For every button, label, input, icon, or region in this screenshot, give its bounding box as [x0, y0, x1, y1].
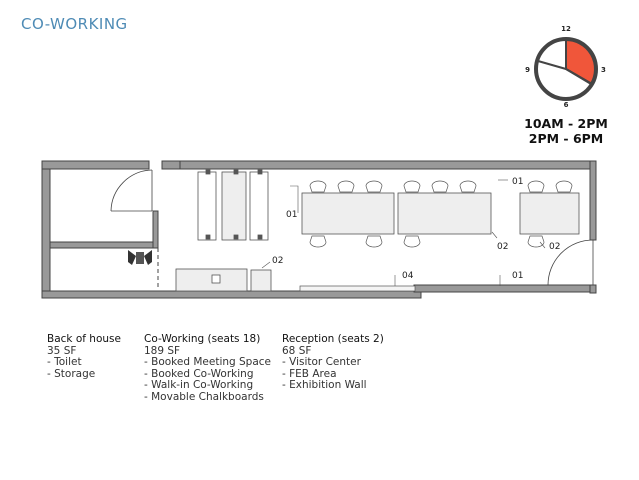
legend-reception: Reception (seats 2) 68 SF - Visitor Cent… [282, 333, 384, 392]
building-walls [41, 160, 597, 299]
legend-heading: Co-Working (seats 18) [144, 333, 261, 345]
label-02-mid: 02 [497, 242, 508, 252]
legend-item: - Booked Meeting Space [144, 356, 272, 369]
label-01-left: 01 [286, 210, 297, 220]
legend-item: - Storage [47, 367, 96, 380]
chalkboard-panels [197, 169, 269, 241]
clock-label-12: 12 [561, 25, 571, 33]
label-02-left: 02 [272, 256, 283, 266]
legend-heading: Back of house [47, 333, 121, 345]
legend-item: - FEB Area [282, 367, 337, 380]
legend-area: 68 SF [282, 344, 312, 357]
table-right [519, 192, 580, 235]
door-swing [110, 169, 153, 212]
legend-item: - Walk-in Co-Working [144, 379, 254, 392]
clock-label-3: 3 [601, 66, 606, 74]
table-left [301, 192, 395, 235]
legend-item: - Movable Chalkboards [144, 390, 264, 403]
storage-icon [128, 250, 152, 265]
legend-co-working: Co-Working (seats 18) 189 SF - Booked Me… [144, 333, 272, 404]
legend-item: - Toilet [47, 356, 82, 369]
legend-item: - Visitor Center [282, 356, 361, 369]
clock-icon: 12 3 6 9 [525, 25, 606, 109]
counter [175, 268, 248, 292]
legend-back-of-house: Back of house 35 SF - Toilet - Storage [47, 333, 121, 380]
label-01-right: 01 [512, 271, 523, 281]
label-01-mid: 01 [512, 177, 523, 187]
page-title: CO-WORKING [21, 15, 128, 33]
legend-area: 189 SF [144, 344, 181, 357]
time-slot-1: 10AM - 2PM [524, 116, 608, 131]
chairs [309, 180, 573, 248]
time-slot-2: 2PM - 6PM [528, 131, 604, 146]
legend-heading: Reception (seats 2) [282, 333, 384, 345]
label-02-right: 02 [549, 242, 560, 252]
legend-item: - Booked Co-Working [144, 367, 254, 380]
entry-door-swing [547, 239, 594, 286]
leader-lines [261, 179, 546, 286]
small-table [250, 269, 272, 292]
clock-label-6: 6 [564, 101, 569, 109]
interior-walls [49, 210, 159, 249]
clock-label-9: 9 [525, 66, 530, 74]
table-mid [397, 192, 492, 235]
legend-item: - Exhibition Wall [282, 379, 367, 392]
exhibition-wall [299, 285, 416, 292]
legend-area: 35 SF [47, 344, 77, 357]
label-04: 04 [402, 271, 414, 281]
